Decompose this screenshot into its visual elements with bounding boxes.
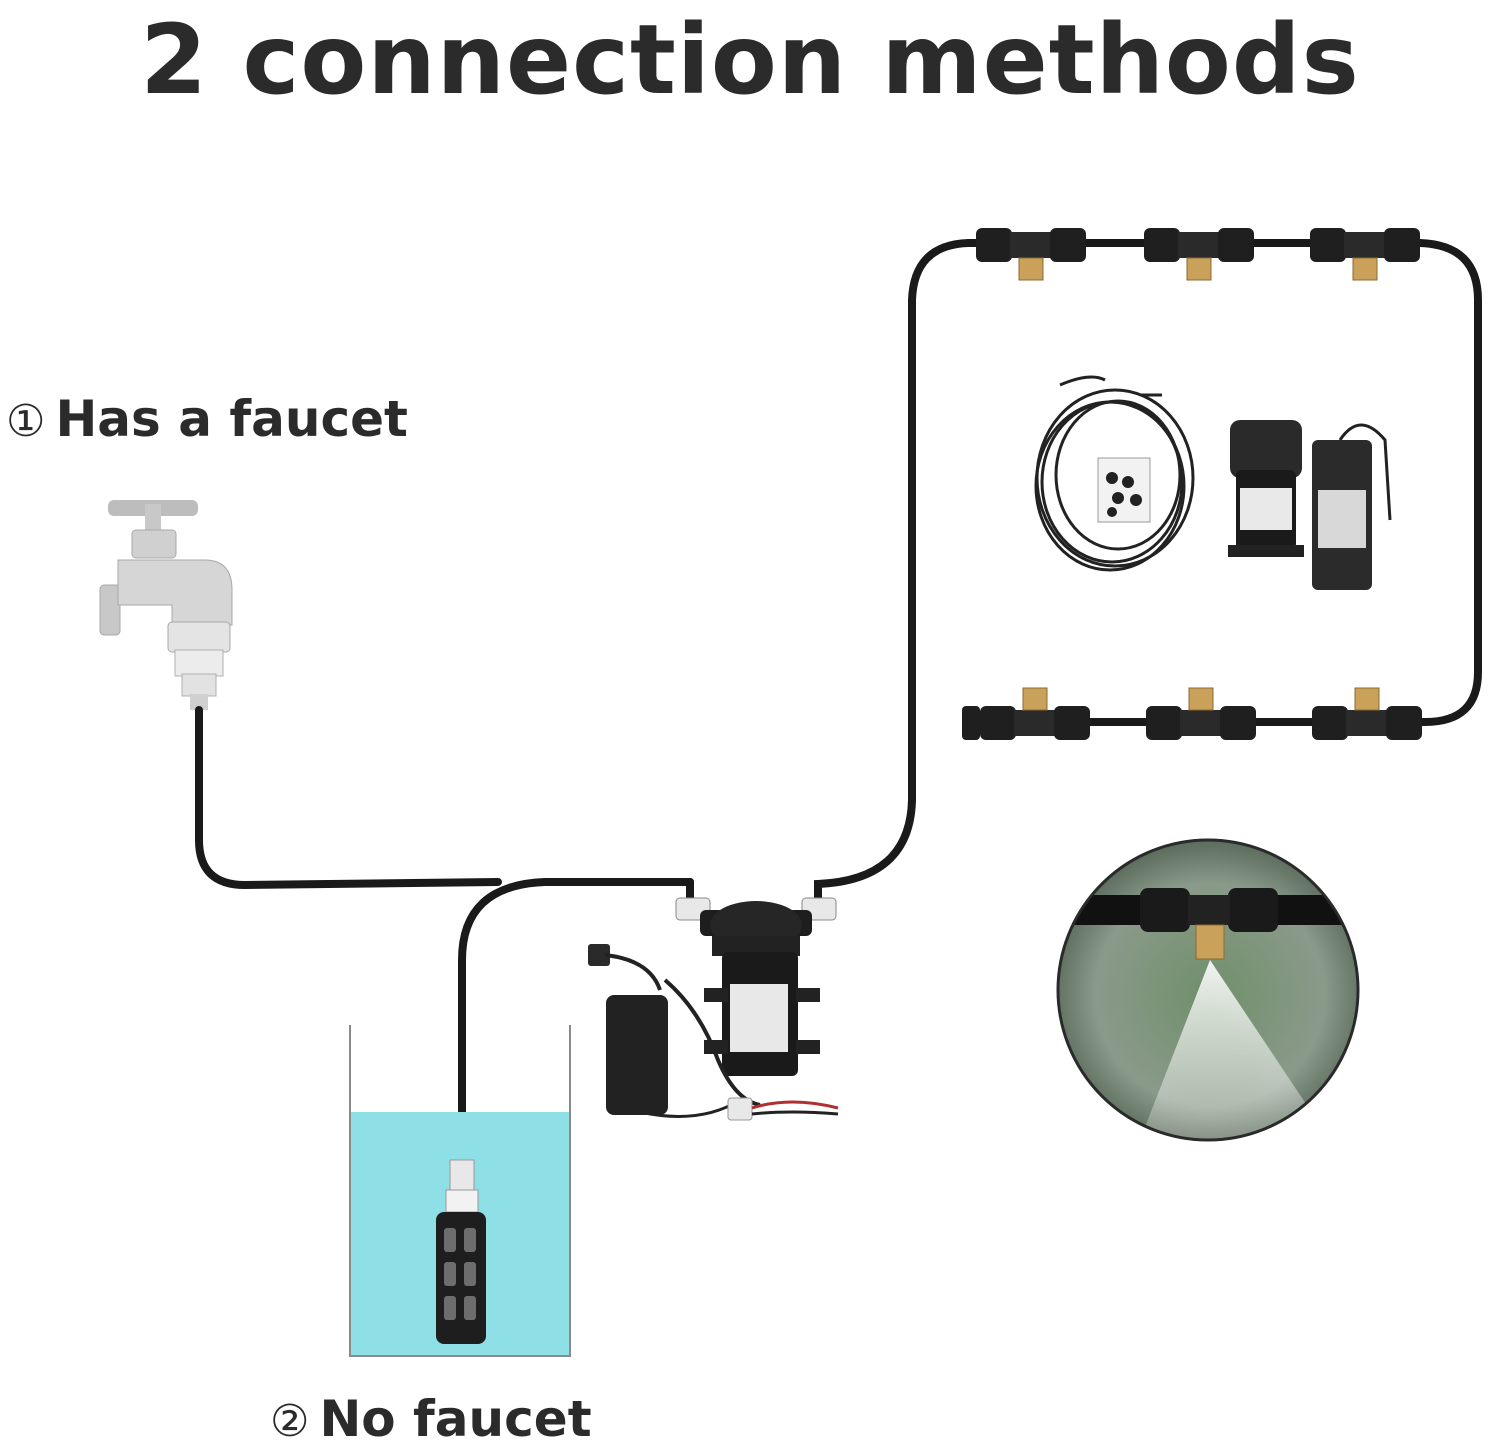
method-2-text: No faucet <box>319 1390 592 1448</box>
mist-nozzle-closeup <box>1056 838 1360 1142</box>
coiled-hose-icon <box>1034 375 1195 572</box>
faucet-hose <box>195 706 502 890</box>
kit-contents-image <box>1034 375 1392 590</box>
nozzle-bag-icon <box>1097 457 1151 523</box>
filter-icon <box>436 1159 486 1344</box>
bottom-fittings-row <box>962 687 1422 740</box>
end-cap <box>962 706 980 740</box>
tee-fitting <box>980 687 1090 740</box>
tee-fitting <box>1312 687 1422 740</box>
water-pump-icon <box>675 897 837 1076</box>
tee-fitting <box>1146 687 1256 740</box>
faucet-icon <box>99 500 233 710</box>
pump-icon <box>1228 420 1304 557</box>
pump-outlet-hose <box>814 239 982 904</box>
pipe-lines <box>195 239 1482 1164</box>
tee-fitting <box>976 228 1086 281</box>
method-1-text: Has a faucet <box>55 390 408 448</box>
top-fittings-row <box>976 228 1420 281</box>
method-2-marker: ② <box>270 1396 310 1447</box>
tee-fitting <box>1310 228 1420 281</box>
tee-fitting <box>1144 228 1254 281</box>
bucket-hose <box>458 878 694 1164</box>
power-adapter-icon <box>1312 423 1392 590</box>
page-title: 2 connection methods <box>140 4 1360 116</box>
power-supply-icon <box>588 944 839 1121</box>
top-misting-line <box>964 239 1482 726</box>
method-1-marker: ① <box>6 396 46 447</box>
